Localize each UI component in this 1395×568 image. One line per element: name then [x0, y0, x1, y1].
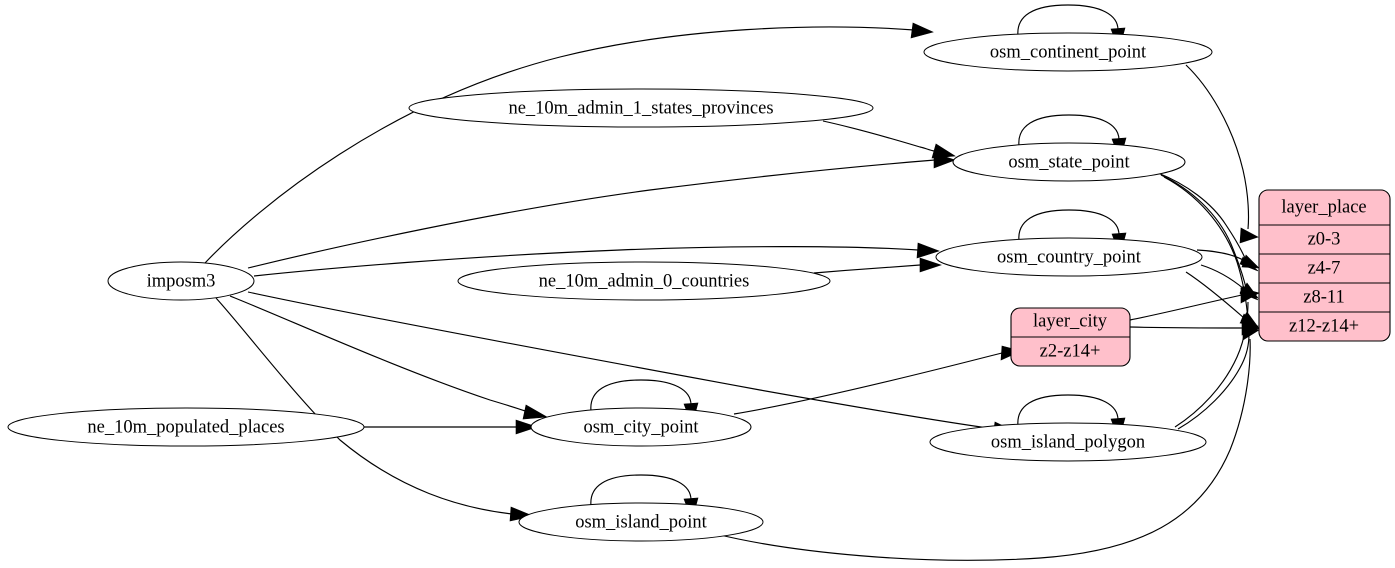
- node-imposm3-label: imposm3: [147, 271, 216, 291]
- record-layer_place-row-z0-3[interactable]: z0-3: [1308, 229, 1341, 249]
- node-ne_10m_admin_1_states_provinces-label: ne_10m_admin_1_states_provinces: [508, 98, 773, 118]
- record-node-layer: layer_place z0-3 z4-7 z8-11 z12-z14+ lay…: [1010, 189, 1391, 367]
- node-ne_10m_populated_places-label: ne_10m_populated_places: [87, 417, 284, 437]
- record-layer_place-row-z12-z14plus[interactable]: z12-z14+: [1289, 316, 1359, 336]
- edge-layer: [204, 4, 1260, 561]
- edge-imposm3-to-osm_city_point: [229, 295, 548, 420]
- record-node-layer_place[interactable]: layer_place z0-3 z4-7 z8-11 z12-z14+: [1258, 189, 1391, 342]
- node-layer: imposm3 ne_10m_admin_1_states_provinces …: [7, 32, 1213, 542]
- edge-osm_continent_point-to-layer_place-z0-3: [1185, 64, 1259, 244]
- node-ne_10m_admin_1_states_provinces[interactable]: ne_10m_admin_1_states_provinces: [408, 88, 874, 128]
- node-imposm3[interactable]: imposm3: [107, 261, 255, 301]
- node-ne_10m_admin_0_countries[interactable]: ne_10m_admin_0_countries: [457, 261, 831, 301]
- node-ne_10m_populated_places[interactable]: ne_10m_populated_places: [7, 407, 365, 447]
- edge-ne_10m_populated_places-to-osm_city_point: [364, 419, 538, 435]
- edge-ne_10m_admin_1_states_provinces-to-osm_state_point: [822, 120, 956, 159]
- record-node-layer_city[interactable]: layer_city z2-z14+: [1010, 307, 1131, 367]
- edge-ne_10m_admin_0_countries-to-osm_country_point: [813, 257, 942, 274]
- edge-layer_city-to-layer_place-z8-11: [1129, 287, 1260, 321]
- node-osm_country_point-label: osm_country_point: [997, 247, 1142, 267]
- edge-imposm3-to-osm_continent_point: [204, 22, 934, 264]
- edge-osm_country_point-to-layer_place-z4-7: [1196, 249, 1260, 269]
- edge-osm_island_point-to-layer_place-z12-z14+: [715, 324, 1260, 561]
- node-osm_city_point[interactable]: osm_city_point: [530, 407, 752, 447]
- node-osm_island_point-label: osm_island_point: [575, 512, 707, 532]
- edge-osm_city_point-to-layer_city-z2-z14+: [733, 345, 1022, 415]
- record-layer_place-title: layer_place: [1281, 197, 1366, 217]
- record-layer_place-row-z8-11[interactable]: z8-11: [1303, 287, 1344, 307]
- node-osm_state_point[interactable]: osm_state_point: [952, 142, 1186, 182]
- node-ne_10m_admin_0_countries-label: ne_10m_admin_0_countries: [539, 271, 750, 291]
- node-osm_island_polygon-label: osm_island_polygon: [991, 432, 1145, 452]
- node-osm_island_polygon[interactable]: osm_island_polygon: [929, 422, 1207, 462]
- node-osm_continent_point[interactable]: osm_continent_point: [923, 32, 1213, 72]
- node-osm_continent_point-label: osm_continent_point: [990, 42, 1147, 62]
- node-osm_city_point-label: osm_city_point: [583, 417, 699, 437]
- node-osm_country_point[interactable]: osm_country_point: [935, 237, 1203, 277]
- edge-osm_island_polygon-to-layer_place-z8-11: [1174, 287, 1258, 428]
- node-osm_island_point[interactable]: osm_island_point: [518, 502, 764, 542]
- record-layer_place-row-z4-7[interactable]: z4-7: [1308, 258, 1341, 278]
- record-layer_city-row-z2-z14plus[interactable]: z2-z14+: [1040, 341, 1101, 361]
- record-layer_city-title: layer_city: [1033, 311, 1108, 331]
- edge-imposm3-to-osm_country_point: [253, 242, 940, 277]
- node-osm_state_point-label: osm_state_point: [1008, 152, 1130, 172]
